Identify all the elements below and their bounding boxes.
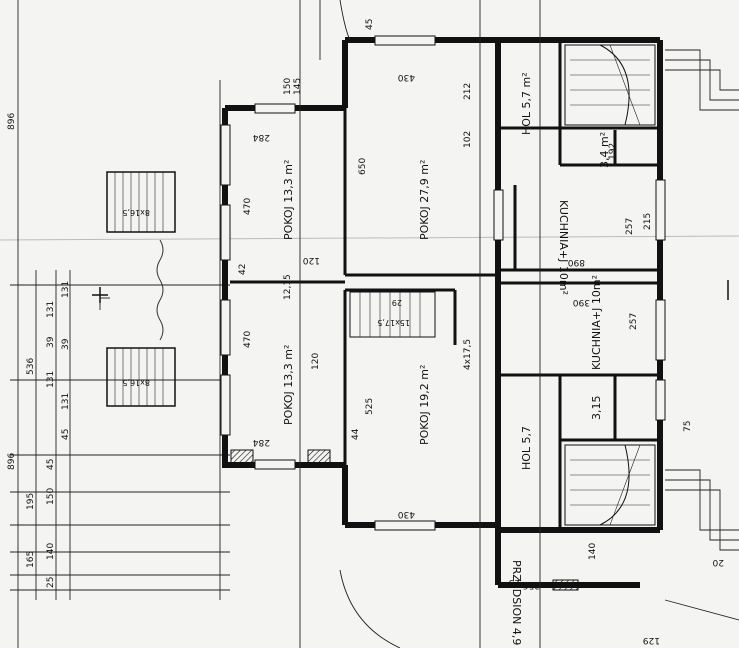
ext-stairs-label-upper: 8x16,5 bbox=[122, 208, 150, 217]
room-labels: POKOJ 27,9 m² POKOJ 13,3 m² POKOJ 13,3 m… bbox=[282, 72, 611, 648]
stairs-29: 29 bbox=[392, 298, 402, 307]
dim-45-top: 45 bbox=[365, 19, 375, 30]
exterior-stairs-lower: 8x16,5 bbox=[106, 347, 176, 407]
room-pokoj-19-2: POKOJ 19,2 m² bbox=[418, 365, 431, 445]
dim-131-d: 131 bbox=[61, 393, 71, 410]
dim-75: 75 bbox=[683, 421, 693, 432]
planter-line bbox=[156, 239, 164, 341]
dim-257-a: 257 bbox=[625, 218, 635, 235]
dim-896-bottom: 896 bbox=[7, 453, 17, 470]
dimension-texts: 430 430 650 525 212 102 284 284 470 470 … bbox=[238, 19, 724, 645]
dim-44: 44 bbox=[351, 428, 361, 440]
dim-25-left: 25 bbox=[46, 577, 56, 588]
dim-20: 20 bbox=[712, 557, 724, 567]
dim-525: 525 bbox=[365, 398, 375, 415]
dim-430-top: 430 bbox=[398, 72, 415, 82]
dim-356: 356 bbox=[523, 580, 540, 590]
room-hol-upper: HOL 5,7 m² bbox=[520, 72, 533, 135]
room-wc-upper: 3,4 m² bbox=[598, 132, 611, 168]
dim-536: 536 bbox=[26, 358, 36, 375]
dim-1215: 12,15 bbox=[283, 274, 293, 300]
room-pokoj-13-3-upper: POKOJ 13,3 m² bbox=[282, 160, 295, 240]
dim-131-c: 131 bbox=[61, 281, 71, 298]
dim-45-a: 45 bbox=[46, 459, 56, 470]
dim-42: 42 bbox=[238, 264, 248, 275]
dim-150-top: 150 bbox=[283, 78, 293, 95]
room-przedsionek: PRZEDSION 4,9 m² bbox=[510, 560, 523, 648]
dim-39-a: 39 bbox=[46, 336, 56, 348]
dim-284-bottom: 284 bbox=[253, 437, 270, 447]
dim-102: 102 bbox=[463, 131, 473, 148]
dim-131-a: 131 bbox=[46, 301, 56, 318]
dim-120-a: 120 bbox=[303, 255, 320, 265]
room-hol-lower: HOL 5,7 bbox=[520, 426, 533, 470]
dim-896-top: 896 bbox=[7, 113, 17, 130]
dim-45-b: 45 bbox=[61, 429, 71, 440]
dim-195: 195 bbox=[26, 493, 36, 510]
int-stairs-label: 15x17,5 bbox=[377, 318, 410, 327]
hatched-columns bbox=[230, 449, 579, 591]
dimension-lines bbox=[99, 0, 541, 648]
dim-470-top: 470 bbox=[243, 198, 253, 215]
room-pokoj-27-9: POKOJ 27,9 m² bbox=[418, 160, 431, 240]
dim-39-b: 39 bbox=[61, 338, 71, 350]
exterior-stairs-upper: 8x16,5 bbox=[106, 171, 176, 233]
dim-470-bottom: 470 bbox=[243, 331, 253, 348]
section-marker bbox=[92, 280, 729, 303]
ext-stairs-label-lower: 8x16,5 bbox=[122, 378, 150, 387]
dim-165: 165 bbox=[26, 551, 36, 568]
dim-650: 650 bbox=[358, 158, 368, 175]
dim-284-top: 284 bbox=[253, 132, 270, 142]
room-wc-lower: 3,15 bbox=[590, 396, 603, 421]
dim-257-b: 257 bbox=[629, 313, 639, 330]
entrance-arc-top bbox=[339, 0, 351, 41]
windows-left bbox=[220, 35, 666, 531]
dim-192: 192 bbox=[608, 143, 618, 160]
sheet-fold-line bbox=[0, 235, 739, 241]
dim-212: 212 bbox=[463, 83, 473, 100]
dim-430-bottom: 430 bbox=[398, 509, 415, 519]
dim-140-left: 140 bbox=[46, 543, 56, 560]
dim-25: 25 bbox=[509, 577, 520, 587]
dim-390: 390 bbox=[573, 297, 590, 307]
interior-stairs: 15x17,5 29 bbox=[349, 291, 436, 338]
dim-131-b: 131 bbox=[46, 371, 56, 388]
dim-145: 145 bbox=[293, 78, 303, 95]
room-kuchnia-upper: KUCHNIA+J 10m² bbox=[557, 200, 570, 295]
dim-215: 215 bbox=[643, 213, 653, 230]
dim-129: 129 bbox=[643, 635, 660, 645]
left-dimension-chain: 896 896 536 195 165 131 39 131 45 150 14… bbox=[7, 0, 230, 648]
dim-120-b: 120 bbox=[311, 353, 321, 370]
terrace-lines-right bbox=[664, 49, 739, 621]
entrance-arc-bottom bbox=[339, 569, 401, 648]
dim-4x175: 4x17,5 bbox=[463, 339, 473, 370]
spiral-stairs-upper bbox=[564, 44, 656, 126]
interior-walls bbox=[230, 40, 660, 530]
spiral-stairs-lower bbox=[564, 444, 656, 526]
room-pokoj-13-3-lower: POKOJ 13,3 m² bbox=[282, 345, 295, 425]
room-kuchnia-lower: KUCHNIA+J 10m² bbox=[590, 275, 603, 370]
dim-140: 140 bbox=[588, 543, 598, 560]
dim-890: 890 bbox=[568, 257, 585, 267]
dim-150-left: 150 bbox=[46, 488, 56, 505]
